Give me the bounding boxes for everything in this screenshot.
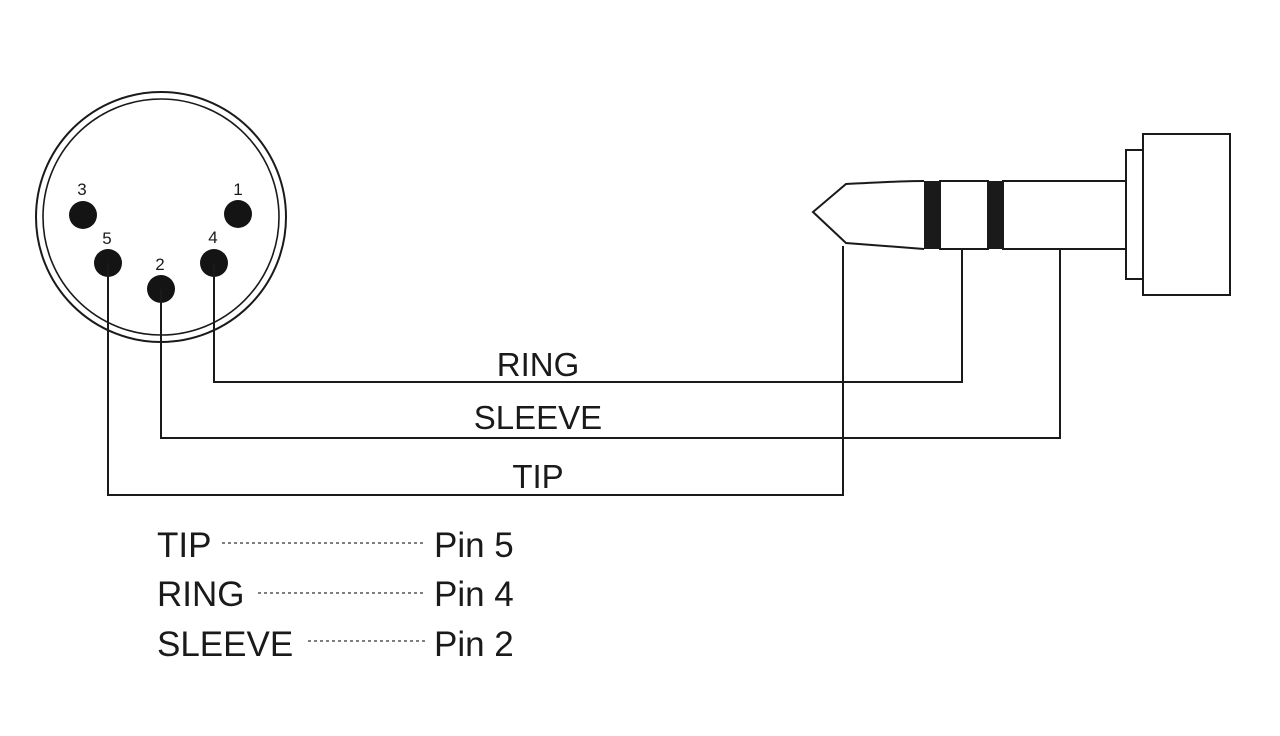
pin-number-label: 4	[208, 228, 217, 247]
legend-pin-label: Pin 5	[434, 526, 514, 565]
wires	[107, 246, 1061, 496]
legend-pin-label: Pin 4	[434, 575, 514, 614]
pin-number-label: 5	[102, 229, 111, 248]
ring-wire-label: RING	[497, 346, 580, 383]
pin-mapping-legend: TIP Pin 5 RING Pin 4 SLEEVE Pin 2	[157, 526, 514, 664]
jack-tip	[811, 180, 925, 250]
tip-wire	[107, 246, 844, 496]
tip-wire-label: TIP	[512, 458, 563, 495]
sleeve-wire	[160, 249, 1061, 439]
pin-number-label: 2	[155, 255, 164, 274]
stereo-jack-plug	[811, 133, 1231, 296]
ring-wire	[213, 249, 963, 383]
jack-sleeve	[1002, 180, 1127, 250]
jack-insulator-1	[924, 181, 940, 249]
jack-insulator-2	[988, 181, 1003, 249]
pin-number-label: 1	[233, 180, 242, 199]
pin-number-label: 3	[77, 180, 86, 199]
din-pin-3	[69, 201, 97, 229]
din-pin-1	[224, 200, 252, 228]
legend-signal-label: TIP	[157, 526, 211, 565]
jack-ring	[939, 180, 989, 250]
legend-signal-label: SLEEVE	[157, 625, 293, 664]
legend-signal-label: RING	[157, 575, 245, 614]
legend-pin-label: Pin 2	[434, 625, 514, 664]
jack-body	[1142, 133, 1231, 296]
jack-collar	[1125, 149, 1144, 280]
sleeve-wire-label: SLEEVE	[474, 399, 602, 436]
